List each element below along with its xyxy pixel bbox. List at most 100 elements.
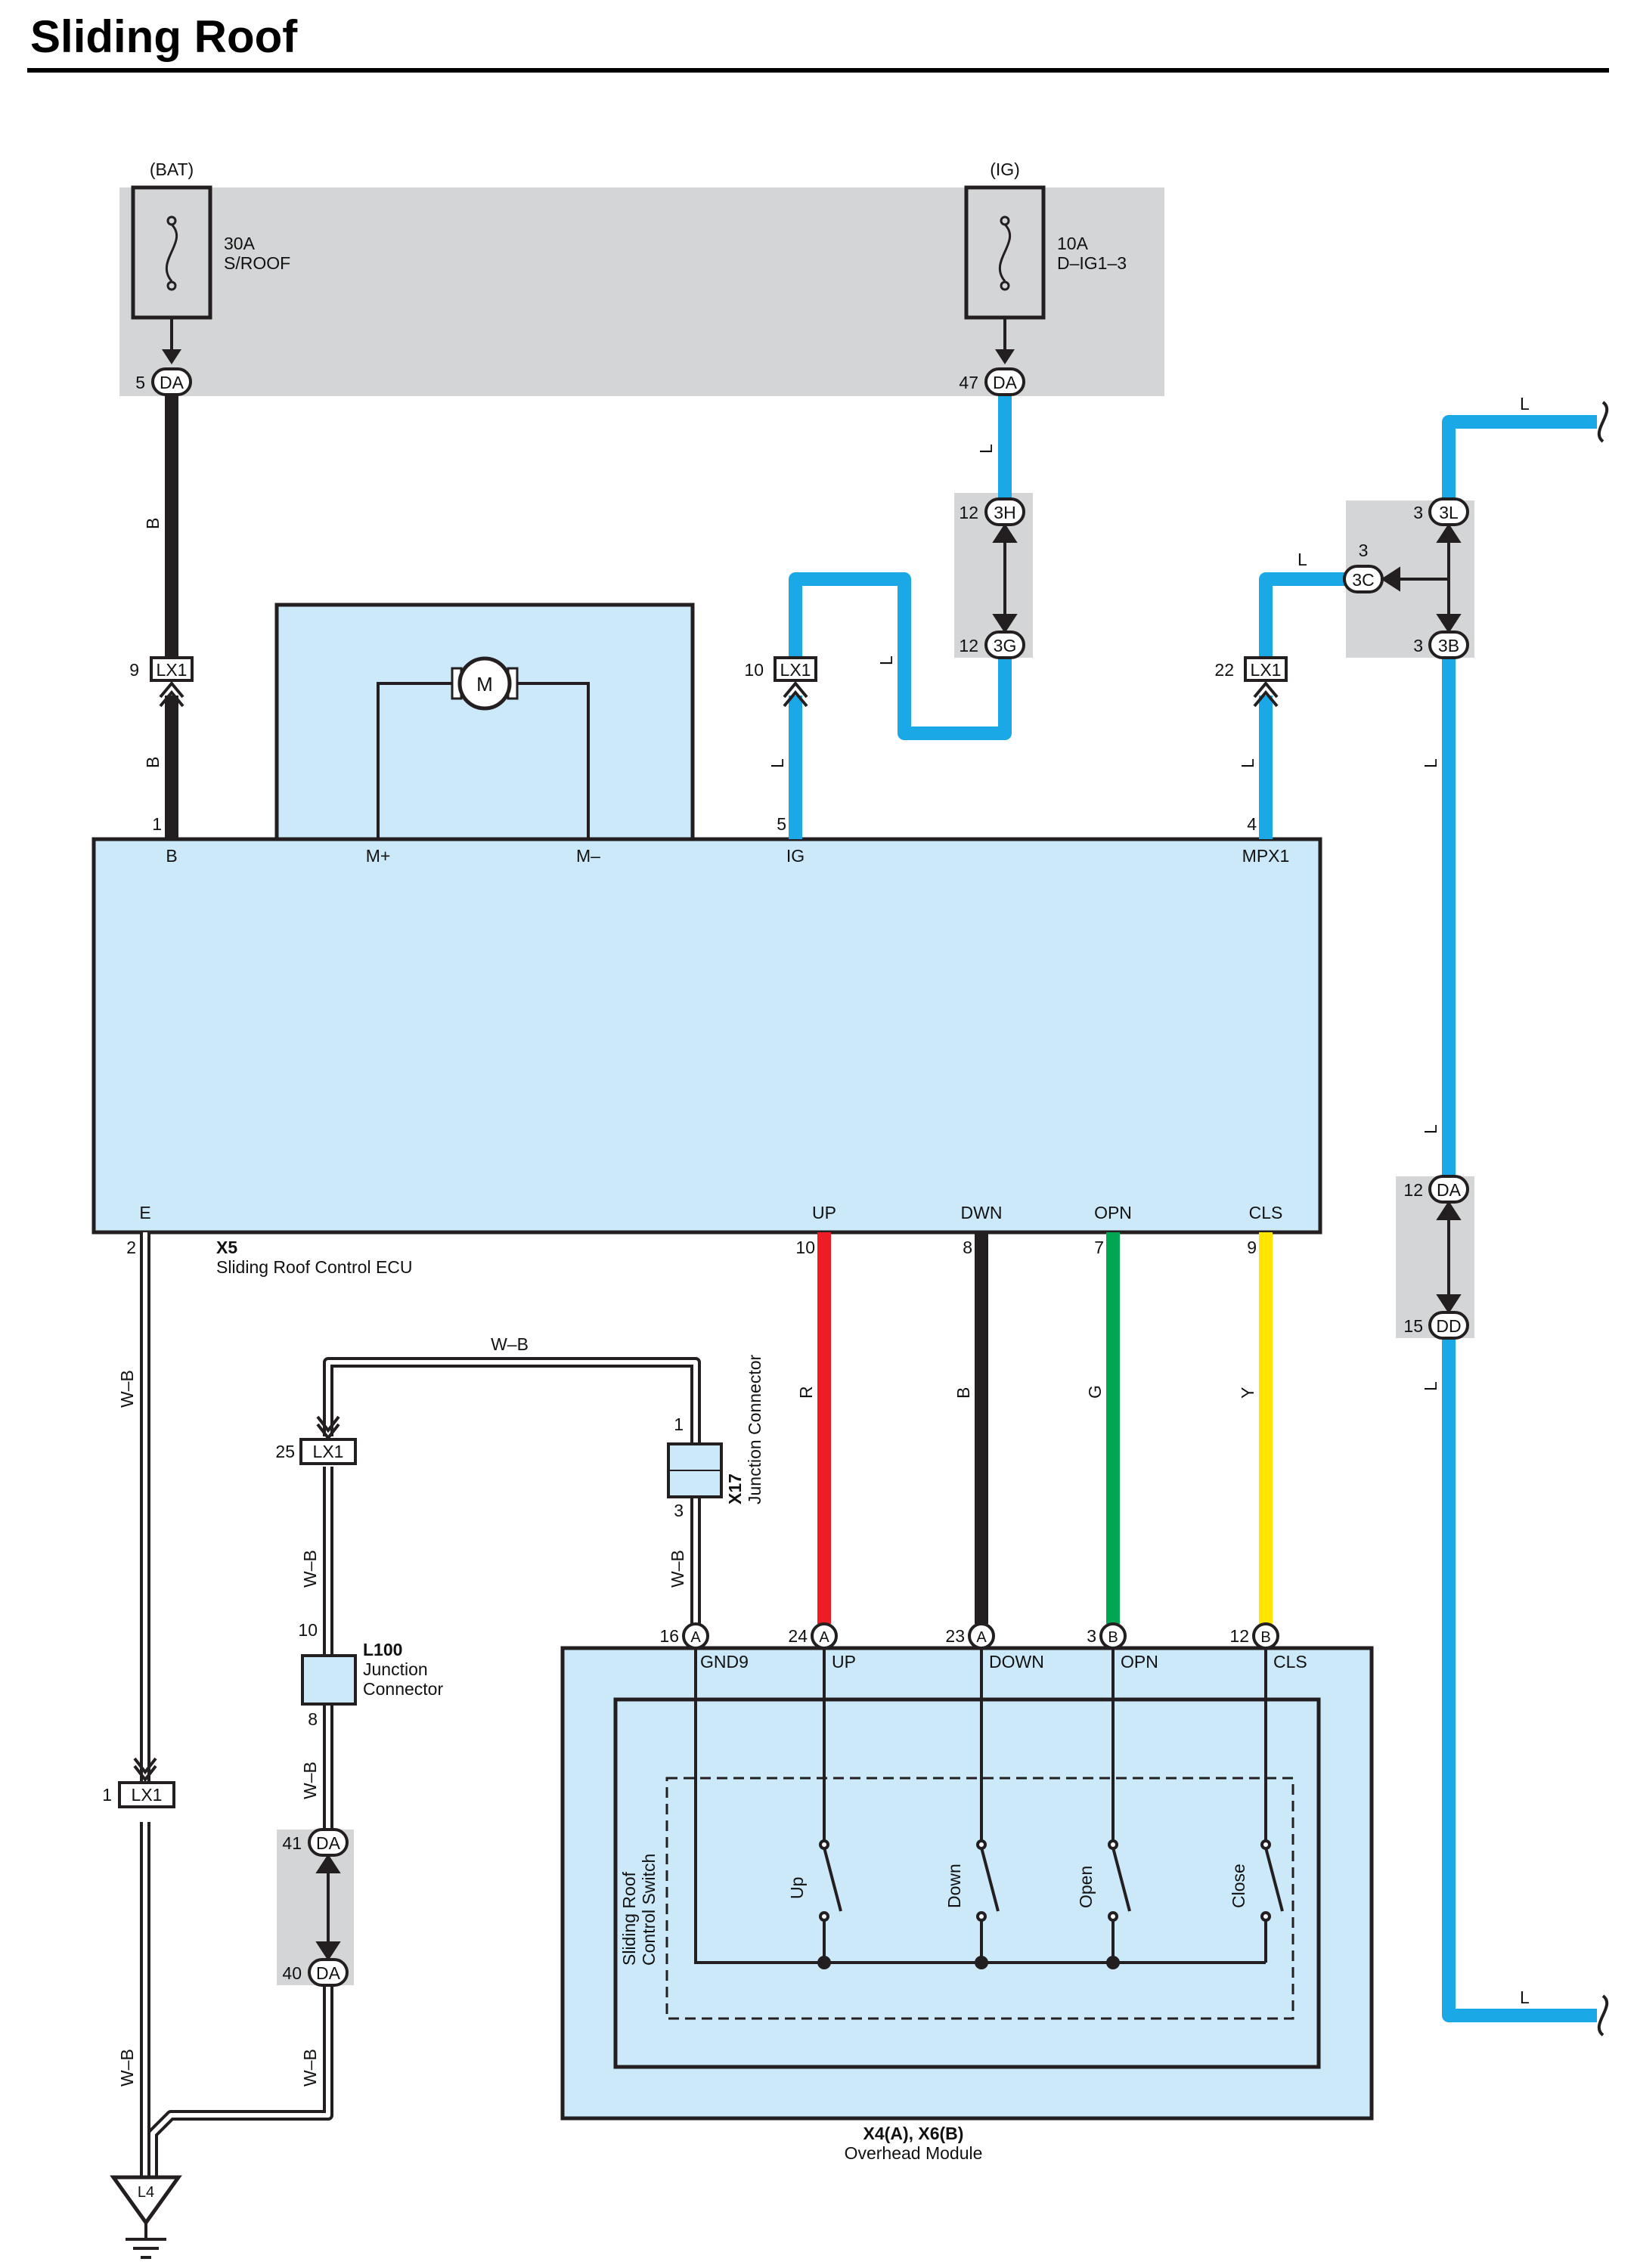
ecu-term-m-plus: M+ <box>366 846 391 866</box>
wire-l-dd-bottom <box>1442 1338 1597 2022</box>
ecu-pin-cls: 9 <box>1247 1238 1257 1257</box>
connector-arrows <box>315 523 1462 1961</box>
pin-lx1-10: 10 <box>744 660 764 680</box>
wire-label-g: G <box>1085 1385 1105 1399</box>
connector-da41-da40-shade <box>277 1830 354 1985</box>
switch-group-label-1: Sliding Roof <box>619 1871 639 1966</box>
wire-label-wb-left1: W–B <box>117 1370 137 1408</box>
wire-label-l-ig3: L <box>767 758 787 768</box>
wire-label-l-ig2: L <box>876 655 896 665</box>
fuse-source-bat: (BAT) <box>150 160 194 179</box>
ecu-pin-e: 2 <box>126 1238 136 1257</box>
l100-pin-bottom: 8 <box>308 1709 318 1729</box>
wire-label-wb-mid2: W–B <box>300 1761 320 1799</box>
ecu-pin-b: 1 <box>152 814 162 834</box>
pin-lx1-9: 9 <box>129 660 139 680</box>
ecu-term-ig: IG <box>786 846 805 866</box>
fuse-rating-s-roof: 30A <box>224 234 256 253</box>
ecu-term-m-minus: M– <box>576 846 600 866</box>
wire-label-wb-mid3: W–B <box>300 2049 320 2087</box>
wire-label-b-dwn: B <box>953 1387 973 1399</box>
wire-label-l-3c: L <box>1298 550 1307 569</box>
oh-pin-3: 3 <box>1087 1626 1096 1646</box>
page-title: Sliding Roof <box>30 11 298 62</box>
wire-label-y: Y <box>1238 1387 1257 1399</box>
oh-pin-16: 16 <box>659 1626 679 1646</box>
wire-label-r: R <box>796 1386 816 1399</box>
conn-dd-15: DD <box>1436 1316 1461 1336</box>
pin-da-12: 12 <box>1403 1180 1423 1200</box>
wires-wb <box>140 1232 701 2177</box>
overhead-code: X4(A), X6(B) <box>863 2124 964 2143</box>
ecu-code: X5 <box>216 1238 237 1257</box>
conn-3c: 3C <box>1352 570 1374 590</box>
wire-label-wb-left2: W–B <box>117 2049 137 2087</box>
l100-code: L100 <box>363 1640 402 1659</box>
conn-lx1-1: LX1 <box>132 1785 163 1805</box>
pin-da-40: 40 <box>282 1963 302 1983</box>
l100-name-2: Connector <box>363 1679 443 1699</box>
oh-conn-23: A <box>976 1629 987 1646</box>
wire-label-b-1: B <box>143 518 163 529</box>
ecu-term-dwn: DWN <box>961 1203 1003 1222</box>
fuse-s-roof <box>131 185 212 364</box>
conn-3l: 3L <box>1439 503 1459 522</box>
motor-box <box>274 603 695 841</box>
ecu-name: Sliding Roof Control ECU <box>216 1257 413 1277</box>
oh-label-gnd9: GND9 <box>700 1652 749 1672</box>
wire-label-wb-mid1: W–B <box>300 1550 320 1588</box>
lx1-connectors <box>118 656 1288 1808</box>
wire-label-l-top: L <box>1520 394 1530 414</box>
overhead-module-box <box>560 1646 1374 2121</box>
motor-label: M <box>476 673 493 696</box>
overhead-inner-box <box>613 1697 1321 2069</box>
title-rule <box>27 68 1609 73</box>
wire-label-l-mpx: L <box>1238 758 1257 768</box>
wire-l-3c-lx1 <box>1259 572 1344 658</box>
pin-da-41: 41 <box>282 1833 302 1853</box>
pin-3c: 3 <box>1359 541 1369 560</box>
ecu-pin-dwn: 8 <box>963 1238 972 1257</box>
ecu-box <box>91 837 1322 1235</box>
connector-da-5 <box>151 367 192 396</box>
l100-pin-top: 10 <box>298 1620 318 1640</box>
switch-down-label: Down <box>944 1864 964 1908</box>
pin-3b: 3 <box>1413 636 1423 655</box>
switch-group-label-2: Control Switch <box>639 1854 659 1966</box>
conn-lx1-22: LX1 <box>1251 660 1282 680</box>
switch-open-label: Open <box>1076 1866 1096 1908</box>
conn-da-41: DA <box>316 1833 341 1853</box>
ecu-term-opn: OPN <box>1094 1203 1132 1222</box>
oh-conn-3: B <box>1108 1629 1118 1646</box>
motor: M <box>377 656 590 839</box>
x17-code: X17 <box>725 1473 745 1504</box>
pin-da-5: 5 <box>135 373 145 392</box>
conn-da-12: DA <box>1437 1180 1462 1200</box>
x17-pin-top: 1 <box>674 1414 684 1434</box>
oh-conn-16: A <box>690 1629 701 1646</box>
conn-lx1-9: LX1 <box>157 660 188 680</box>
fuse-block-shade <box>119 187 1164 396</box>
wire-label-l-ig1: L <box>976 444 996 454</box>
connector-da-47 <box>984 367 1025 396</box>
fuse-source-ig: (IG) <box>990 160 1020 179</box>
fuse-rating-d-ig: 10A <box>1057 234 1089 253</box>
wire-label-l-right1: L <box>1421 758 1440 768</box>
conn-3g: 3G <box>994 636 1017 655</box>
ecu-pin-up: 10 <box>795 1238 815 1257</box>
conn-3h: 3H <box>994 503 1015 522</box>
ground-symbol <box>110 2175 182 2259</box>
l100-name-1: Junction <box>363 1659 428 1679</box>
ecu-term-mpx1: MPX1 <box>1242 846 1290 866</box>
oh-label-down: DOWN <box>989 1652 1044 1672</box>
connector-da-dd-shade <box>1396 1176 1474 1338</box>
oh-pin-24: 24 <box>788 1626 808 1646</box>
fuse-name-d-ig: D–IG1–3 <box>1057 253 1127 273</box>
wire-label-l-bottom: L <box>1520 1988 1530 2007</box>
oh-pin-23: 23 <box>945 1626 965 1646</box>
ground-label: L4 <box>138 2184 154 2201</box>
oh-conn-12: B <box>1260 1629 1270 1646</box>
wire-label-wb-top: W–B <box>491 1334 529 1354</box>
ecu-term-e: E <box>139 1203 150 1222</box>
pin-dd-15: 15 <box>1403 1316 1423 1336</box>
